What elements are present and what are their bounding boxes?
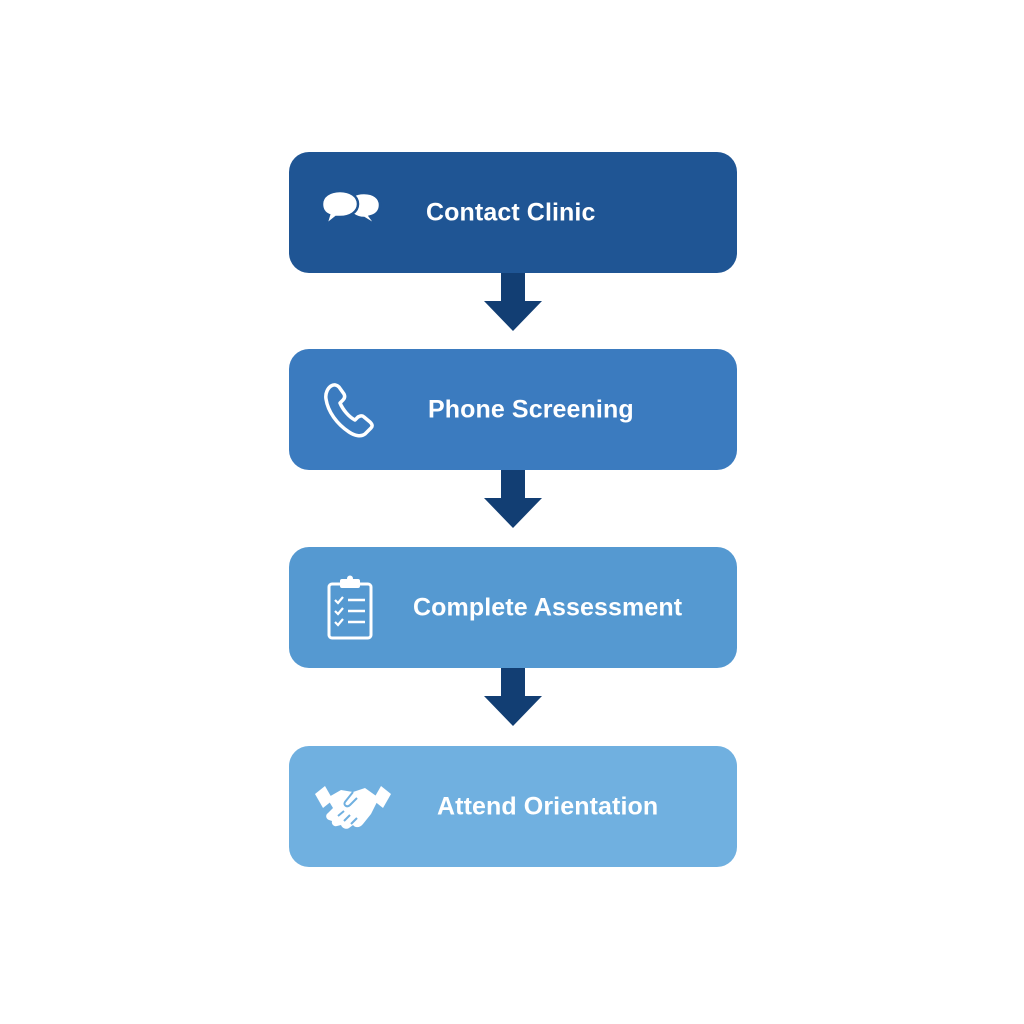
step-phone-screening: Phone Screening (289, 349, 737, 470)
step-label: Complete Assessment (413, 593, 683, 621)
down-arrow-icon (484, 470, 542, 528)
step-attend-orientation: Attend Orientation (289, 746, 737, 867)
step-label: Phone Screening (428, 395, 634, 423)
step-label: Contact Clinic (426, 198, 596, 226)
handshake-icon (315, 785, 391, 829)
down-arrow-icon (484, 273, 542, 331)
step-complete-assessment: Complete Assessment (289, 547, 737, 668)
phone-icon (324, 382, 374, 437)
step-label: Attend Orientation (437, 792, 659, 820)
step-contact-clinic: Contact Clinic (289, 152, 737, 273)
chat-bubbles-icon (320, 189, 382, 228)
down-arrow-icon (484, 668, 542, 726)
clipboard-checklist-icon (327, 575, 373, 639)
